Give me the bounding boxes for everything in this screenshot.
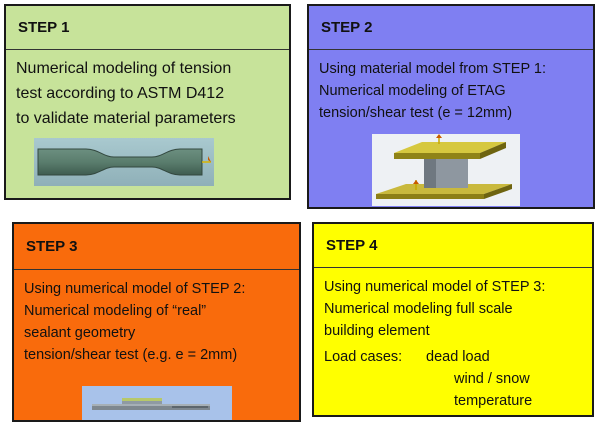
dogbone-specimen-image	[34, 138, 214, 186]
step-4-title: STEP 4	[314, 224, 592, 268]
step-3-title: STEP 3	[14, 224, 299, 270]
step-1-description: Numerical modeling of tension test accor…	[6, 50, 289, 131]
step-4-line: building element	[324, 323, 430, 339]
load-cases-label: Load cases:	[324, 349, 403, 365]
load-case-item: temperature	[454, 393, 533, 409]
step-2-card: STEP 2 Using material model from STEP 1:…	[307, 4, 595, 209]
step-4-line: Using numerical model of STEP 3:	[324, 279, 546, 295]
step-2-title: STEP 2	[309, 6, 593, 50]
step-1-title: STEP 1	[6, 6, 289, 50]
step-2-line: Using material model from STEP 1:	[319, 61, 546, 77]
step-3-card: STEP 3 Using numerical model of STEP 2: …	[12, 222, 301, 422]
step-4-line: Numerical modeling full scale	[324, 301, 513, 317]
step-2-line: tension/shear test (e = 12mm)	[319, 105, 513, 121]
load-case-item: wind / snow	[454, 371, 530, 387]
step-1-line: to validate material parameters	[16, 110, 236, 127]
load-cases: Load cases: dead load wind / snow temper…	[324, 346, 582, 412]
step-2-description: Using material model from STEP 1: Numeri…	[309, 50, 593, 124]
step-1-line: test according to ASTM D412	[16, 85, 225, 102]
real-sealant-geometry-image	[82, 386, 232, 420]
step-3-line: tension/shear test (e.g. e = 2mm)	[24, 347, 238, 363]
step-3-line: Numerical modeling of “real”	[24, 303, 207, 319]
load-cases-list: dead load wind / snow temperature	[426, 346, 532, 412]
step-3-line: sealant geometry	[24, 325, 136, 341]
step-1-line: Numerical modeling of tension	[16, 60, 232, 77]
step-1-card: STEP 1 Numerical modeling of tension tes…	[4, 4, 291, 200]
step-3-line: Using numerical model of STEP 2:	[24, 281, 246, 297]
load-case-item: dead load	[426, 349, 490, 365]
etag-specimen-image	[372, 134, 520, 206]
step-2-line: Numerical modeling of ETAG	[319, 83, 506, 99]
step-3-description: Using numerical model of STEP 2: Numeric…	[14, 270, 299, 366]
step-4-description: Using numerical model of STEP 3: Numeric…	[314, 268, 592, 412]
step-4-card: STEP 4 Using numerical model of STEP 3: …	[312, 222, 594, 417]
